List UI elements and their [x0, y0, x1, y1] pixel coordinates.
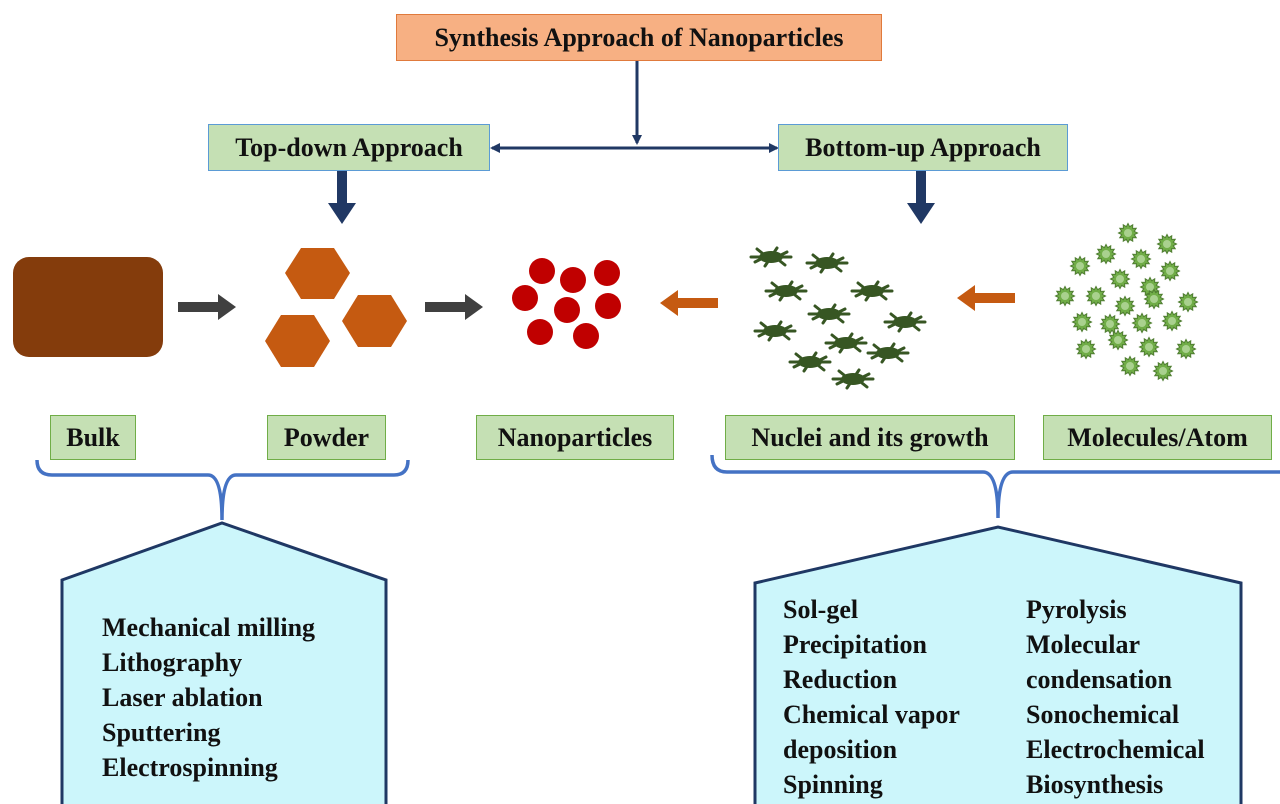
atom-particle: [1109, 268, 1131, 290]
atom-particle: [1156, 233, 1178, 255]
nuclei-to-nanoparticles-arrow: [660, 290, 718, 316]
bottom-up-arrow: [907, 170, 935, 224]
atom-particle: [1107, 329, 1129, 351]
molecules-to-nuclei-arrow: [957, 285, 1015, 311]
molecules-label: Molecules/Atom: [1067, 422, 1248, 452]
atom-particle: [1143, 288, 1165, 310]
powder-hexagon: [265, 315, 330, 367]
top-down-methods-panel: [60, 521, 388, 804]
nucleus-particle: [883, 311, 927, 333]
top-down-arrow: [328, 170, 356, 224]
atom-particle: [1071, 311, 1093, 333]
powder-to-nanoparticles-arrow: [425, 294, 483, 320]
atom-cluster: [1054, 222, 1199, 382]
top-down-approach-label: Top-down Approach: [235, 132, 463, 162]
bottom-up-approach-box: Bottom-up Approach: [778, 124, 1068, 171]
nuclei-label-box: Nuclei and its growth: [725, 415, 1015, 460]
method-item: Electrochemical: [1026, 735, 1205, 764]
bottom-up-methods-panel: [753, 525, 1243, 804]
method-item: Electrospinning: [102, 753, 278, 782]
nanoparticle: [595, 293, 621, 319]
bulk-to-powder-arrow: [178, 294, 236, 320]
atom-particle: [1075, 338, 1097, 360]
atom-particle: [1054, 285, 1076, 307]
nanoparticles-label: Nanoparticles: [497, 422, 653, 452]
nanoparticle: [527, 319, 553, 345]
atom-particle: [1175, 338, 1197, 360]
nucleus-particle: [753, 320, 797, 342]
method-item: Laser ablation: [102, 683, 263, 712]
nucleus-particle: [805, 252, 849, 274]
atom-particle: [1099, 313, 1121, 335]
nanoparticle: [594, 260, 620, 286]
bottom-up-approach-label: Bottom-up Approach: [805, 132, 1041, 162]
powder-label-box: Powder: [267, 415, 386, 460]
atom-particle: [1095, 243, 1117, 265]
nanoparticle: [554, 297, 580, 323]
nucleus-particle: [788, 351, 832, 373]
method-item: Spinning: [783, 770, 883, 799]
powder-hexagon: [285, 248, 350, 299]
method-item: Sputtering: [102, 718, 221, 747]
atom-particle: [1117, 222, 1139, 244]
bulk-label-box: Bulk: [50, 415, 136, 460]
nucleus-particle: [831, 368, 875, 390]
method-item: Mechanical milling: [102, 613, 316, 642]
method-item: Molecular: [1026, 630, 1141, 659]
nucleus-particle: [749, 246, 793, 268]
nanoparticle: [529, 258, 555, 284]
nanoparticle: [560, 267, 586, 293]
molecules-label-box: Molecules/Atom: [1043, 415, 1272, 460]
nucleus-particle: [764, 280, 808, 302]
atom-particle: [1159, 260, 1181, 282]
method-item: Pyrolysis: [1026, 595, 1127, 624]
nucleus-particle: [850, 280, 894, 302]
nanoparticles-label-box: Nanoparticles: [476, 415, 674, 460]
nanoparticle-cluster: [512, 258, 621, 349]
atom-particle: [1152, 360, 1174, 382]
diagram-title: Synthesis Approach of Nanoparticles: [396, 14, 882, 61]
method-item: condensation: [1026, 665, 1172, 694]
method-item: Biosynthesis: [1026, 770, 1164, 799]
atom-particle: [1131, 312, 1153, 334]
nucleus-particle: [866, 342, 910, 364]
method-item: Precipitation: [783, 630, 927, 659]
method-item: Lithography: [102, 648, 243, 677]
nuclei-label: Nuclei and its growth: [751, 422, 989, 452]
nucleus-particle: [824, 332, 868, 354]
atom-particle: [1130, 248, 1152, 270]
nanoparticle: [573, 323, 599, 349]
bulk-label: Bulk: [66, 422, 120, 452]
bulk-block: [13, 257, 163, 357]
atom-particle: [1085, 285, 1107, 307]
top-down-brace: [35, 459, 410, 521]
method-item: Chemical vapor: [783, 700, 960, 729]
atom-particle: [1114, 295, 1136, 317]
atom-particle: [1069, 255, 1091, 277]
atom-particle: [1119, 355, 1141, 377]
bottom-up-brace: [710, 454, 1280, 519]
nanoparticle: [512, 285, 538, 311]
diagram-title-text: Synthesis Approach of Nanoparticles: [434, 22, 844, 52]
nuclei-cluster: [749, 246, 927, 390]
method-item: Sonochemical: [1026, 700, 1180, 729]
method-item: deposition: [783, 735, 898, 764]
powder-label: Powder: [283, 422, 370, 452]
top-down-approach-box: Top-down Approach: [208, 124, 490, 171]
nucleus-particle: [807, 303, 851, 325]
atom-particle: [1177, 291, 1199, 313]
atom-particle: [1138, 336, 1160, 358]
powder-hexagon: [342, 295, 407, 347]
atom-particle: [1161, 310, 1183, 332]
method-item: Reduction: [783, 665, 898, 694]
method-item: Sol-gel: [783, 595, 859, 624]
